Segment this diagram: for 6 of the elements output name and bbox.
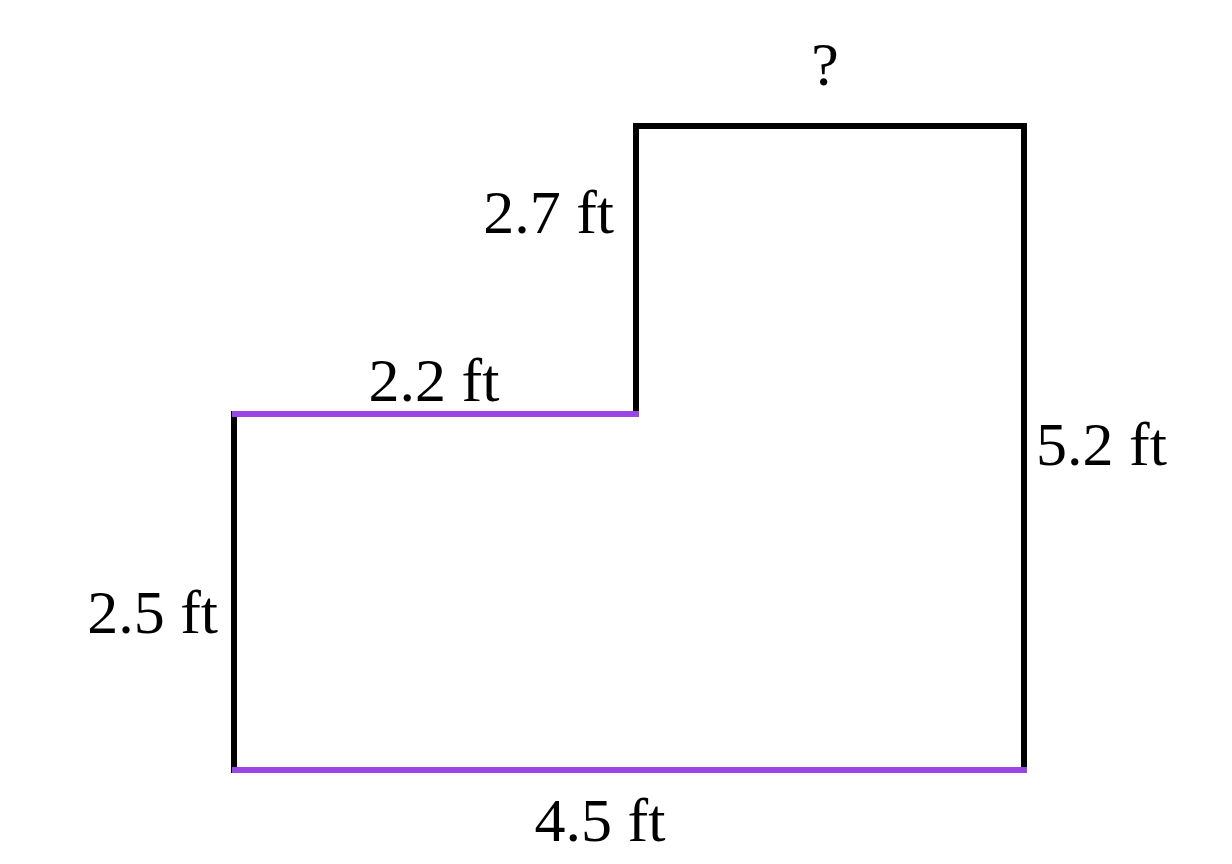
dimension-label: 5.2 ft bbox=[1036, 413, 1167, 475]
dimension-label: 2.2 ft bbox=[368, 349, 500, 411]
dimension-label: 4.5 ft bbox=[534, 789, 666, 851]
dimension-label: 2.5 ft bbox=[87, 581, 218, 643]
dimension-label: ? bbox=[811, 33, 839, 95]
dimension-label: 2.7 ft bbox=[483, 181, 614, 243]
